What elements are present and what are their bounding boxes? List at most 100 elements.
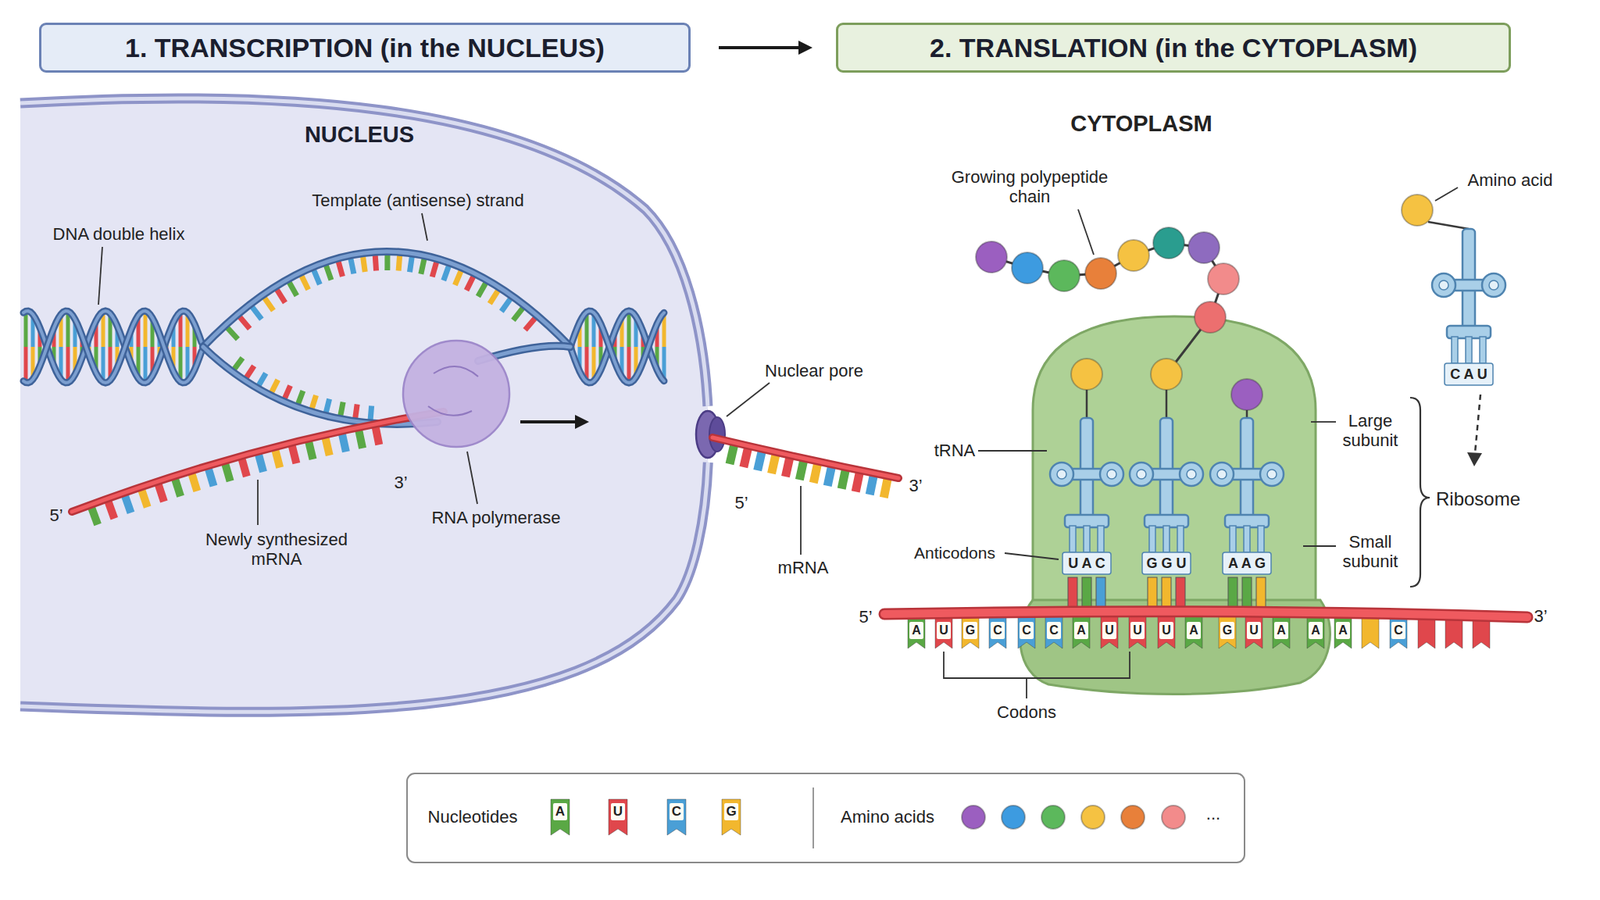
dna-backbone [570,310,665,383]
legend-text: A [555,803,565,820]
trna-tooth [1149,525,1156,553]
nucleotide-base [241,458,247,477]
codon-base [961,616,979,649]
amino-acid-ball [1207,263,1240,295]
nucleotide-base [340,402,344,418]
leader-line [467,451,478,504]
callout-label: Codons [996,702,1057,722]
trna-joint [1161,470,1172,479]
nucleotide-base [258,453,264,472]
anticodon-plate [1062,552,1111,575]
region-label: CYTOPLASM [1070,110,1213,137]
nucleotide-base [292,445,297,464]
nucleotide-base [141,489,148,508]
codon-letter: U [939,623,949,638]
codon-plates [909,621,1406,640]
trna-stalks [1086,221,1469,418]
codon-letter-plate [1019,621,1034,640]
nucleus-fill [20,98,709,712]
leader-line [978,450,1047,452]
anticodon-base [1067,577,1078,609]
trna-tooth [1083,525,1090,553]
codon-letter: G [965,623,975,638]
callout-label: Small subunit [1331,532,1410,572]
codon-letter-plate [1159,621,1174,640]
nucleotide-base [208,467,215,486]
trna-tooth [1451,336,1458,364]
nucleotide-base [501,298,511,312]
anticodon-letters: U A C [1067,555,1106,572]
amino-acid-ball [1085,257,1117,290]
nucleotide-base [409,255,412,272]
anticodon-base [1096,577,1106,609]
codon-letter-plate [1246,621,1261,640]
callout-label: Ribosome [1435,488,1521,511]
swatch-label-plate [553,803,568,821]
strand-outline [203,346,438,425]
codon-letter-plate [1186,621,1201,640]
nucleotide-base [225,463,231,482]
trna-loop [1217,469,1227,479]
nucleotide-base [525,317,536,330]
legend-swatches [550,799,741,836]
callout-label: Newly synthesized mRNA [194,529,359,570]
nucleotide-base [355,404,358,420]
nuclear-envelope [20,98,709,712]
rna-polymerase-detail [428,406,472,416]
leader-line [1078,209,1094,255]
codon-letter-plate [1220,621,1235,640]
trna-tooth [1479,336,1486,364]
nucleotide-base [827,466,832,486]
trna-loop [1136,469,1147,479]
nucleotide-base [869,475,874,495]
trna-loop [1186,469,1197,479]
trna-loop [1129,462,1154,486]
base-pair [24,310,29,347]
nucleotide-base [239,316,250,329]
codon-letter: A [1076,623,1086,638]
codon-letter-plate [963,621,978,640]
dna-backbone [570,310,665,383]
strand-end-label: 3’ [1533,606,1547,626]
strand [712,437,899,479]
amino-acid-ball [1071,358,1103,390]
legend-divider [812,787,815,849]
dashed-arrow-head [1467,452,1483,467]
nucleotide-base [350,257,354,275]
trna-joint [1464,281,1474,290]
codon-base [1157,616,1175,649]
trna-stalk [1428,221,1469,229]
nucleotide-base [443,264,450,281]
trna-loop [1107,469,1117,479]
nucleotide-base [251,306,262,320]
amino-acid-ball [1081,805,1105,829]
codon-letter: A [911,623,922,638]
legend-box [407,773,1245,863]
amino-acid-ball [1121,805,1145,829]
trna-tooth [1163,525,1170,553]
nucleotide-base [466,275,474,291]
direction-arrow-head [575,414,590,429]
header-box: 2. TRANSLATION (in the CYTOPLASM) [835,22,1511,73]
codon-letter: A [1310,623,1321,638]
codon-letter-plate [1308,621,1323,640]
nucleotide-base [264,296,274,311]
dna-backbone [570,310,665,383]
swatch-label-plate [610,803,625,821]
nucleotide-base [246,365,254,379]
nucleotide-base [271,379,279,393]
flow-arrow [718,40,813,55]
nucleotide-base [313,269,320,285]
codon-base [1045,616,1063,649]
codon-letter-plate [1102,621,1117,640]
trna-loop [1432,273,1456,297]
callout-label: Nuclear pore [764,360,864,381]
leader-line [1310,421,1336,423]
codon-base [1218,616,1236,649]
strand [203,251,571,347]
nucleotide-base [454,269,461,285]
nucleotide-base [384,253,390,271]
nucleotide-base [358,429,363,448]
callout-label: Large subunit [1331,410,1410,451]
nucleotide-base [342,433,347,452]
